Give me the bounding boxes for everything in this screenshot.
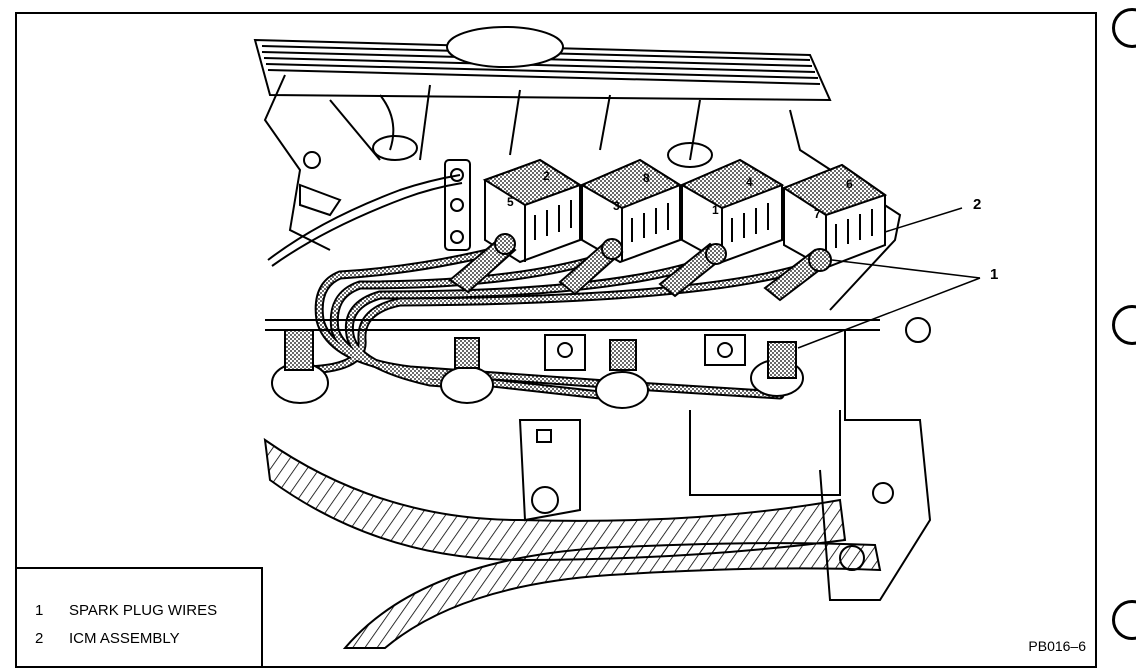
- coil-label: 4: [746, 175, 753, 189]
- engine-cover: [253, 26, 832, 102]
- leader-lines: [797, 207, 981, 349]
- legend-box: 1 SPARK PLUG WIRES 2 ICM ASSEMBLY: [17, 567, 263, 666]
- binder-hole: [1112, 8, 1136, 48]
- coil-label: 8: [643, 171, 650, 185]
- coil-pack-4: [781, 163, 888, 270]
- callout-1: 1: [990, 266, 999, 283]
- callout-2: 2: [973, 196, 982, 213]
- coil-number-labels: 5 2 3 8 1 4 7 6: [507, 169, 853, 221]
- icm-assembly: [482, 158, 888, 270]
- coil-label: 1: [712, 203, 719, 217]
- spark-plug-wires-fill: [297, 247, 823, 398]
- legend-item: 1 SPARK PLUG WIRES: [35, 602, 217, 619]
- legend-label: ICM ASSEMBLY: [69, 630, 180, 647]
- binder-hole: [1112, 600, 1136, 640]
- legend-label: SPARK PLUG WIRES: [69, 602, 218, 619]
- wiring-harness: [267, 159, 471, 267]
- coil-pack-3: [679, 158, 785, 264]
- binder-hole: [1112, 305, 1136, 345]
- figure-id: PB016–6: [1028, 638, 1086, 654]
- diagram-frame: [15, 12, 1097, 668]
- hose-shroud: [263, 437, 882, 649]
- coil-boots: [448, 233, 832, 302]
- legend-number: 2: [35, 630, 44, 647]
- coil-label: 7: [814, 207, 821, 221]
- coil-label: 6: [846, 177, 853, 191]
- coil-label: 5: [507, 195, 514, 209]
- plug-boots: [271, 329, 804, 409]
- coil-label: 2: [543, 169, 550, 183]
- coil-pack-2: [579, 158, 683, 264]
- legend-item: 2 ICM ASSEMBLY: [35, 630, 180, 647]
- legend-number: 1: [35, 602, 44, 619]
- coil-label: 3: [613, 199, 620, 213]
